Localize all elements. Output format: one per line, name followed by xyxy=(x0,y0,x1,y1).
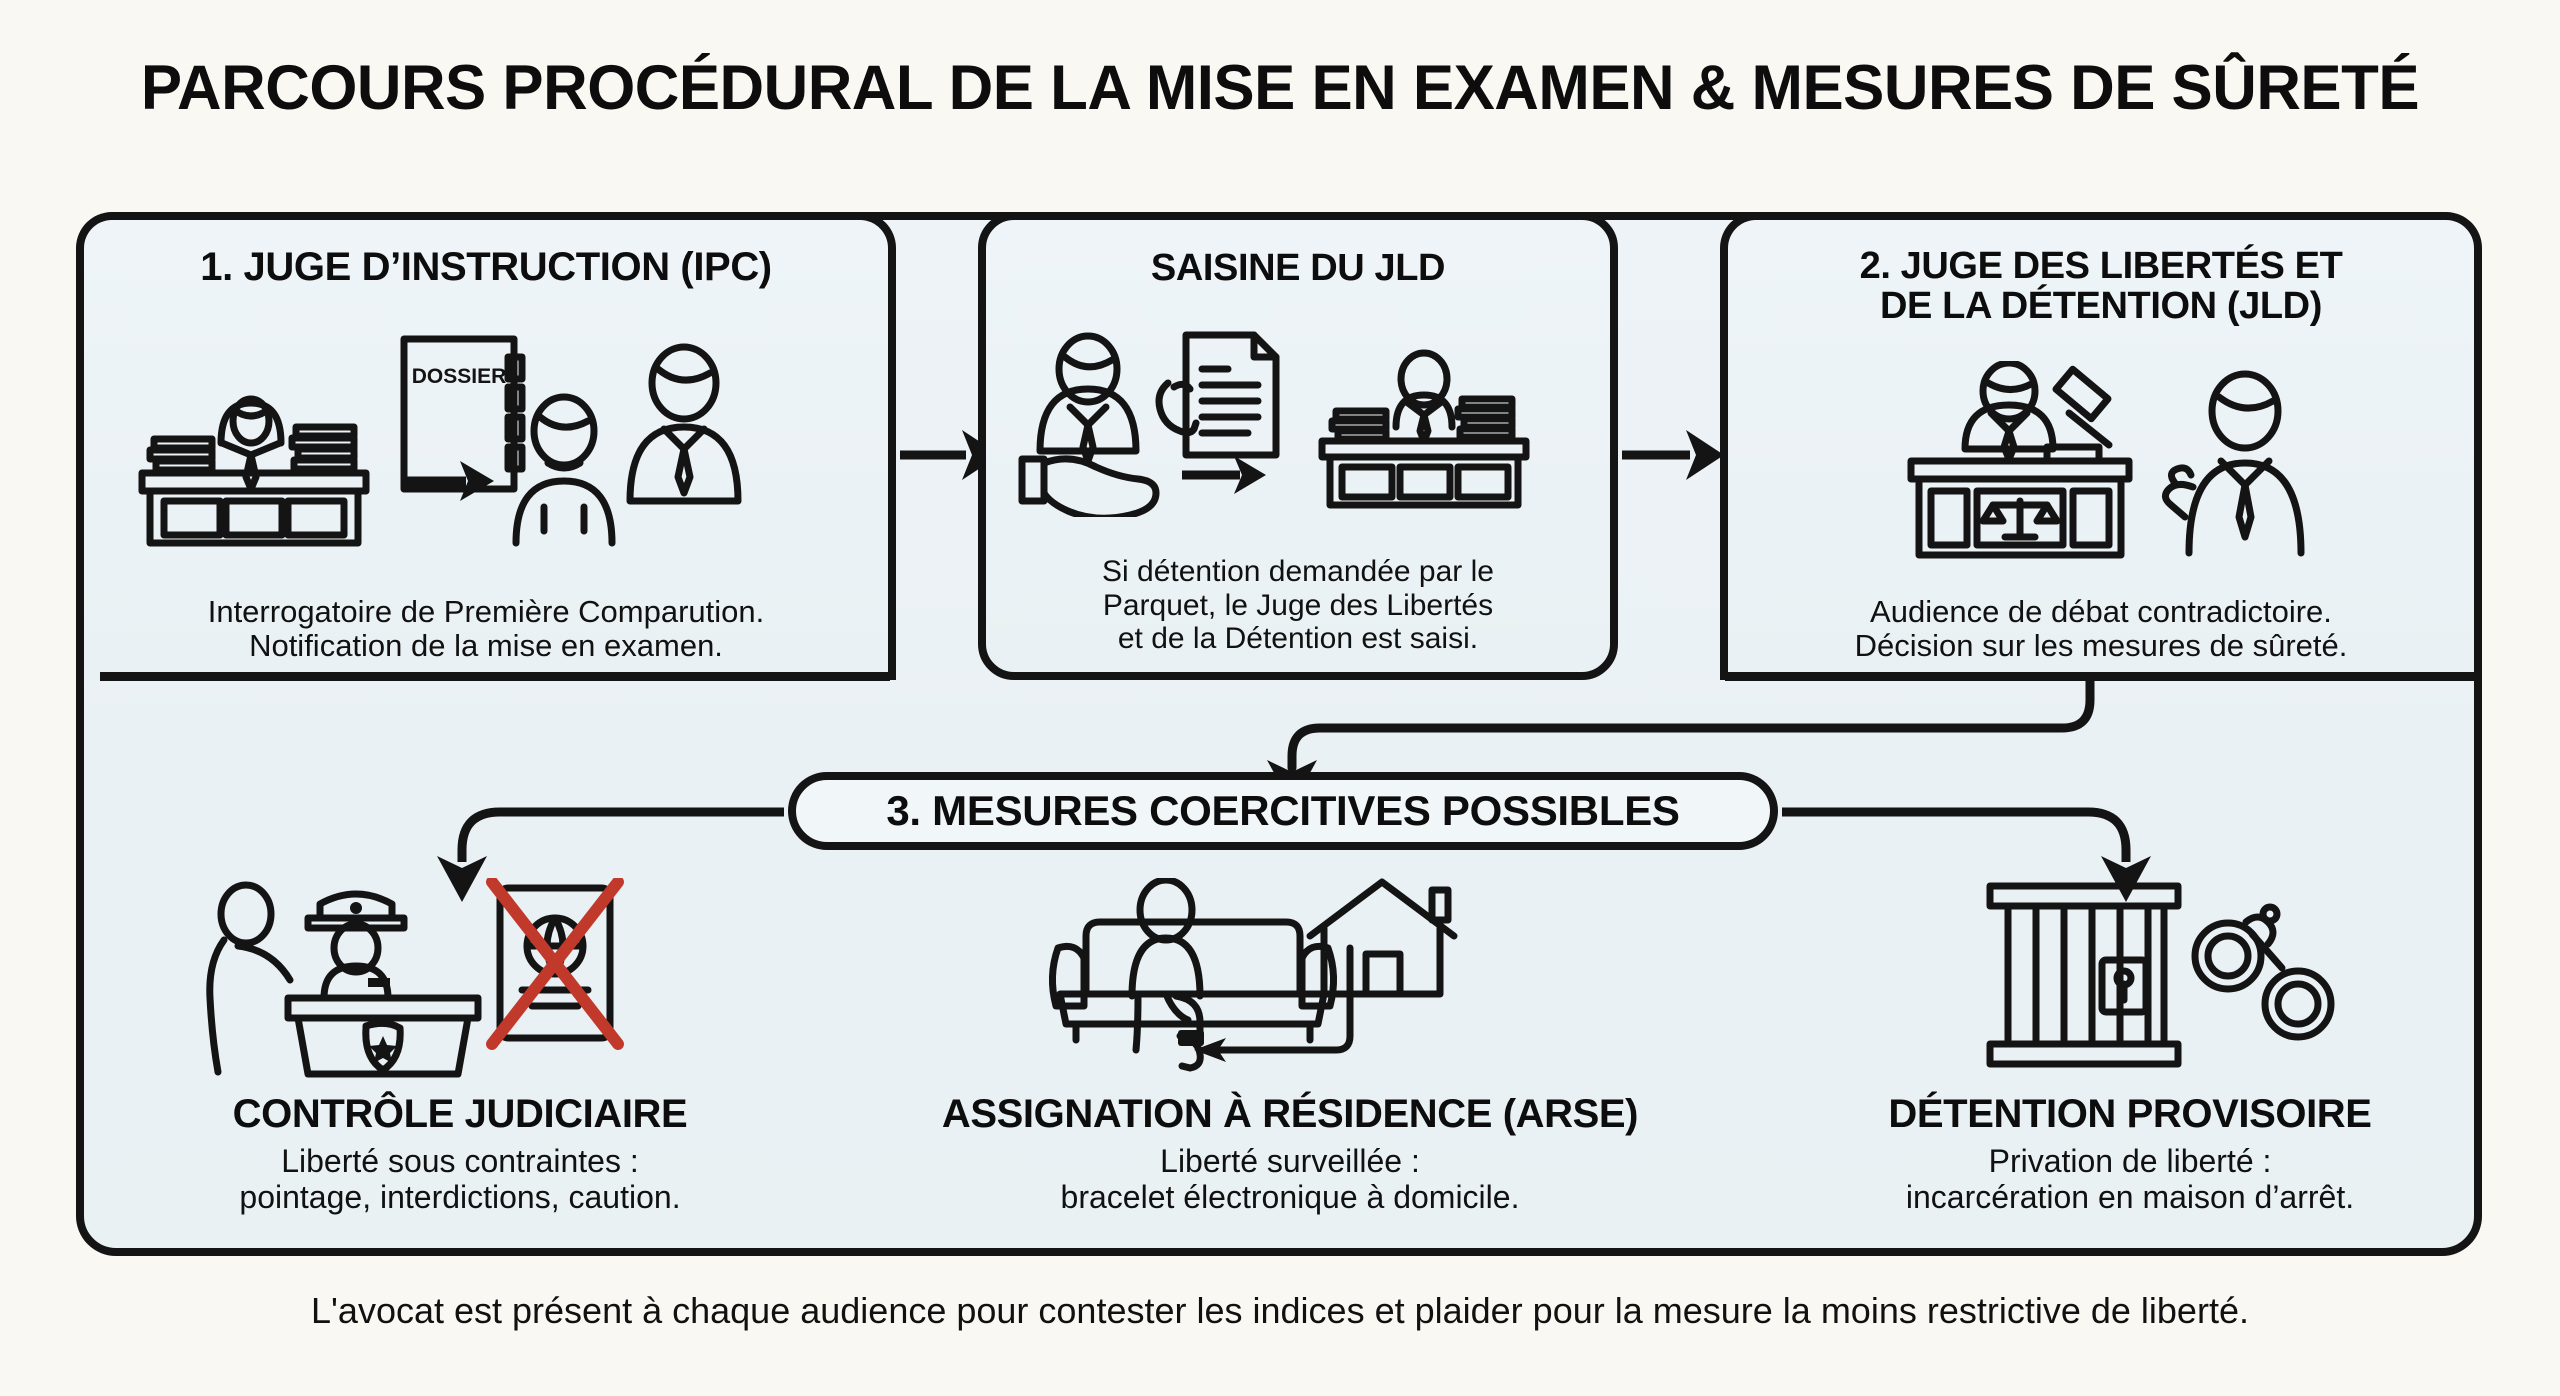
handcuffs-icon xyxy=(2191,903,2335,1041)
dossier-label: DOSSIER xyxy=(412,365,507,388)
stage-title-saisine: SAISINE DU JLD xyxy=(1150,247,1446,289)
stage-underline-jld xyxy=(1725,672,2477,681)
stage-caption-saisine: Si détention demandée par le Parquet, le… xyxy=(1102,555,1494,656)
stage-caption-jld: Audience de débat contradictoire. Décisi… xyxy=(1854,593,2348,664)
pill-label: 3. MESURES COERCITIVES POSSIBLES xyxy=(886,787,1680,834)
measure-title-controle-judiciaire: CONTRÔLE JUDICIAIRE xyxy=(232,1092,688,1136)
judge-bench-icon xyxy=(138,395,370,547)
measure-title-arse: ASSIGNATION À RÉSIDENCE (ARSE) xyxy=(941,1092,1639,1136)
measure-desc-arse: Liberté surveillée : bracelet électroniq… xyxy=(1060,1143,1520,1216)
passport-crossed-out-icon xyxy=(486,878,624,1050)
footer-note: L'avocat est présent à chaque audience p… xyxy=(311,1290,2249,1331)
judge-bench-icon xyxy=(1907,457,2133,559)
monitoring-link-icon xyxy=(1194,944,1354,1062)
gavel-icon xyxy=(2043,365,2113,465)
arrow-right-icon xyxy=(402,461,494,502)
police-officer-desk-icon xyxy=(284,890,482,1078)
ankle-bracelet-icon xyxy=(1176,1030,1204,1072)
measure-art-detention-provisoire xyxy=(1880,868,2380,1078)
measure-art-controle-judiciaire xyxy=(180,868,740,1078)
stage-box-jld[interactable]: 2. JUGE DES LIBERTÉS ET DE LA DÉTENTION … xyxy=(1720,212,2482,680)
stage-art-saisine xyxy=(986,288,1610,555)
prosecutor-icon xyxy=(1036,332,1140,465)
scales-of-justice-icon xyxy=(1979,497,2061,541)
stage-box-saisine[interactable]: SAISINE DU JLD xyxy=(978,212,1618,680)
defendant-icon xyxy=(512,393,616,547)
measure-detention-provisoire[interactable]: DÉTENTION PROVISOIRE Privation de libert… xyxy=(1790,868,2470,1215)
coercive-measures-pill[interactable]: 3. MESURES COERCITIVES POSSIBLES xyxy=(788,772,1778,850)
measure-title-detention-provisoire: DÉTENTION PROVISOIRE xyxy=(1888,1092,2372,1136)
stage-caption-ipc: Interrogatoire de Première Comparution. … xyxy=(207,593,765,664)
stage-art-ipc: DOSSIER xyxy=(84,288,888,594)
stage-art-jld xyxy=(1728,327,2474,595)
stage-underline-ipc xyxy=(100,672,890,681)
person-reporting-icon xyxy=(206,881,294,1076)
sofa-icon xyxy=(1049,918,1337,1044)
measure-arse[interactable]: ASSIGNATION À RÉSIDENCE (ARSE) Liberté s… xyxy=(860,868,1720,1215)
stage-title-ipc: 1. JUGE D’INSTRUCTION (IPC) xyxy=(200,245,772,289)
page-title: PARCOURS PROCÉDURAL DE LA MISE EN EXAMEN… xyxy=(140,53,2420,123)
document-request-icon xyxy=(1155,331,1280,459)
measure-desc-detention-provisoire: Privation de liberté : incarcération en … xyxy=(1905,1143,2355,1216)
prison-bars-icon xyxy=(1986,882,2182,1068)
person-on-sofa-icon xyxy=(1128,878,1204,1054)
measure-art-arse xyxy=(980,868,1600,1078)
stage-box-ipc[interactable]: 1. JUGE D’INSTRUCTION (IPC) xyxy=(76,212,896,680)
dossier-folder-icon: DOSSIER xyxy=(400,335,526,493)
judge-with-gavel-icon xyxy=(1961,360,2057,463)
measure-controle-judiciaire[interactable]: CONTRÔLE JUDICIAIRE Liberté sous contrai… xyxy=(110,868,810,1215)
measure-desc-controle-judiciaire: Liberté sous contraintes : pointage, int… xyxy=(239,1143,681,1216)
stage-title-jld: 2. JUGE DES LIBERTÉS ET DE LA DÉTENTION … xyxy=(1859,245,2343,328)
house-icon xyxy=(1306,878,1458,998)
lawyer-icon xyxy=(626,343,742,505)
judge-bench-icon xyxy=(1318,349,1530,509)
arrow-right-icon xyxy=(1182,455,1266,494)
open-hand-icon xyxy=(1018,455,1160,517)
lawyer-pleading-icon xyxy=(2162,370,2305,557)
